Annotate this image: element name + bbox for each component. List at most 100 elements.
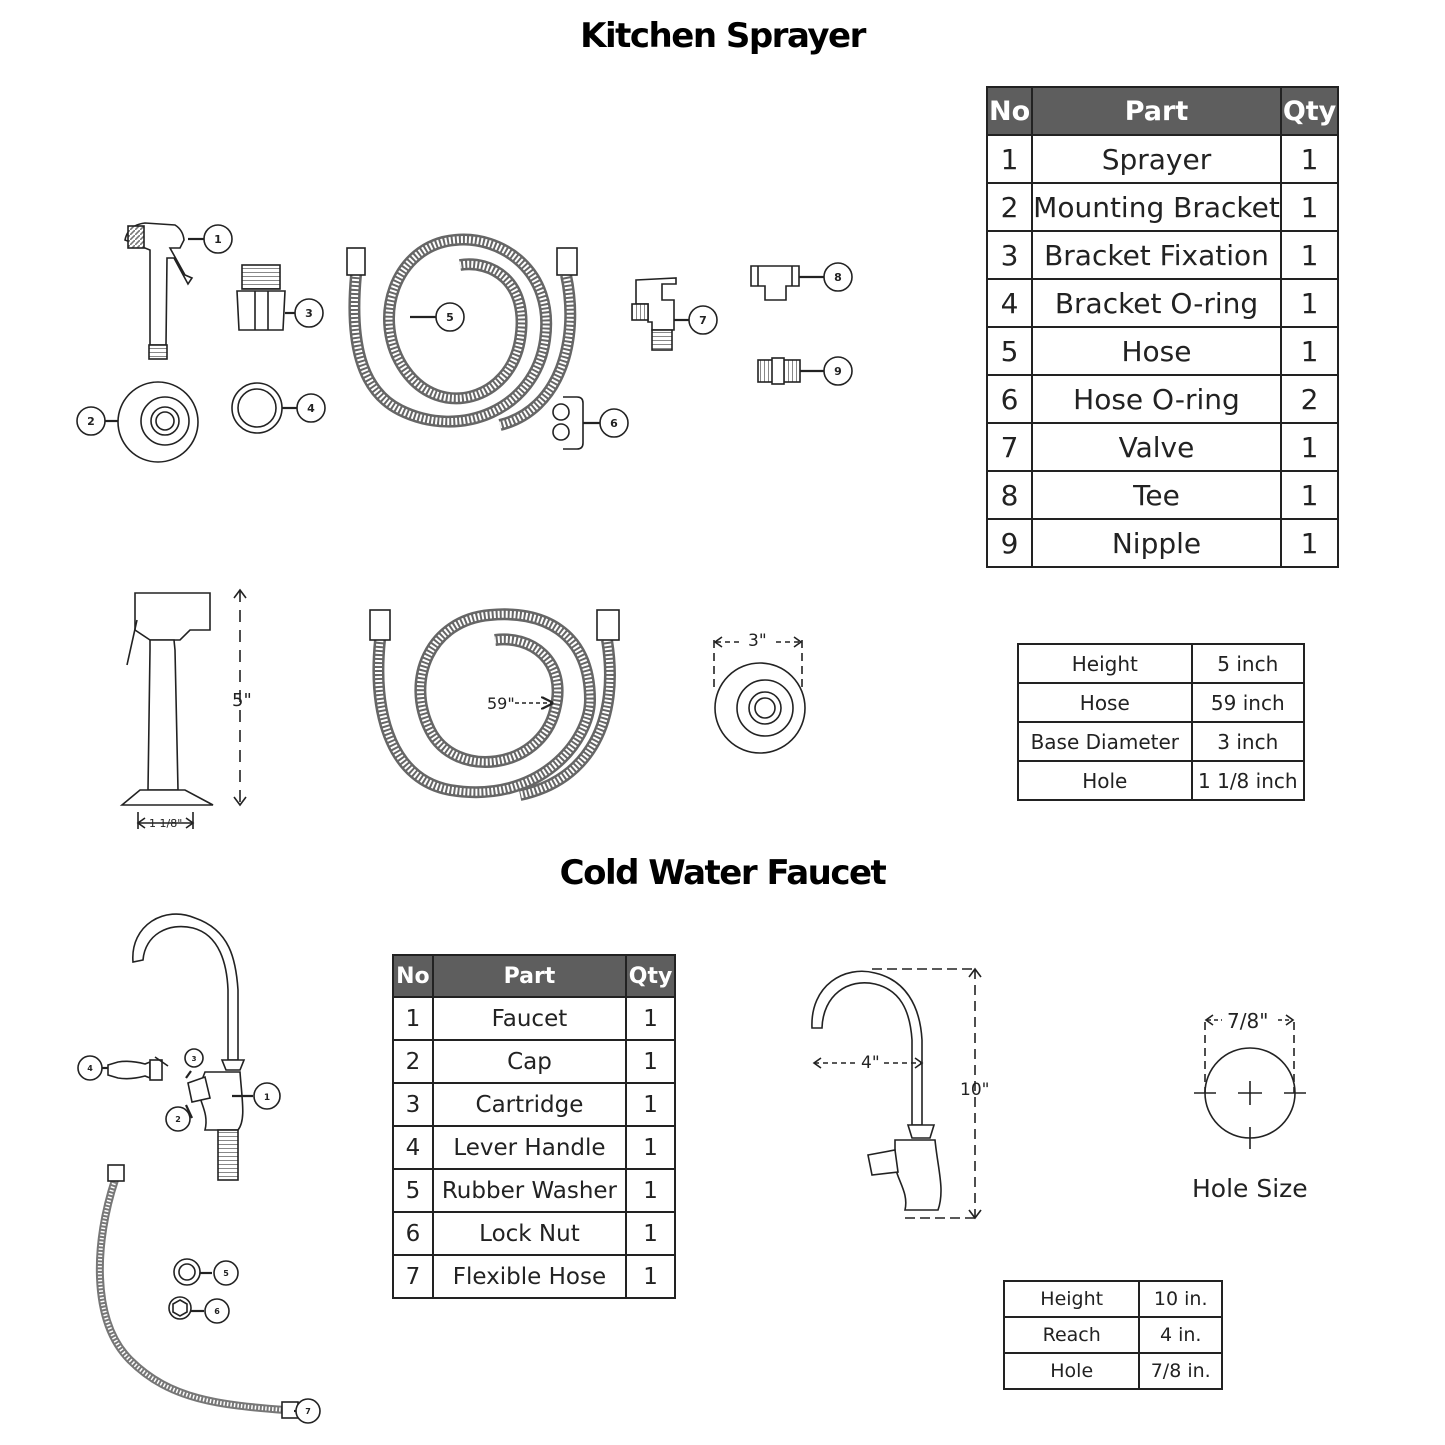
callout-leaders: [102, 237, 824, 1413]
sprayer-height-label: 5": [232, 690, 252, 711]
dim-label: Hole: [1002, 1352, 1141, 1390]
hose-orings-drawing: [552, 396, 584, 450]
cell-qty: 1: [625, 1082, 676, 1127]
header-qty: Qty: [1279, 86, 1340, 136]
faucet-dimension-view: [811, 967, 982, 1220]
svg-text:3: 3: [192, 1055, 197, 1063]
cell-part: Bracket O-ring: [1031, 278, 1282, 328]
cell-no: 2: [985, 182, 1034, 232]
cell-qty: 1: [1279, 422, 1340, 472]
cw-callout-6: 6: [204, 1298, 230, 1324]
dim-label: Hose: [1017, 682, 1193, 723]
base-diameter-label: 3": [748, 631, 767, 651]
svg-text:3: 3: [305, 307, 313, 320]
cell-qty: 1: [625, 1211, 676, 1256]
cell-part: Flexible Hose: [431, 1254, 628, 1299]
cell-no: 7: [985, 422, 1034, 472]
dim-value: 3 inch: [1190, 721, 1306, 762]
cell-qty: 1: [625, 996, 676, 1041]
cell-qty: 1: [1279, 134, 1340, 184]
cw-callout-5: 5: [213, 1260, 239, 1286]
ks-callout-9: 9: [823, 356, 853, 386]
cell-part: Lever Handle: [431, 1125, 628, 1170]
header-part: Part: [1031, 86, 1282, 136]
faucet-drawing: [132, 913, 246, 1181]
sprayer-side-view: [119, 588, 247, 829]
faucet-height-label: 10": [960, 1080, 990, 1100]
cell-qty: 1: [625, 1039, 676, 1084]
cell-no: 6: [392, 1211, 434, 1256]
svg-text:6: 6: [214, 1307, 220, 1316]
sprayer-head-drawing: [124, 222, 194, 360]
dim-value: 7/8 in.: [1138, 1352, 1223, 1390]
svg-text:9: 9: [834, 365, 842, 378]
cell-qty: 1: [1279, 230, 1340, 280]
cell-qty: 1: [1279, 470, 1340, 520]
cell-no: 3: [985, 230, 1034, 280]
hose-dimension-view: [369, 608, 620, 801]
cell-qty: 1: [1279, 326, 1340, 376]
cell-part: Bracket Fixation: [1031, 230, 1282, 280]
tee-drawing: [750, 265, 800, 301]
dim-label: Reach: [1002, 1316, 1141, 1354]
svg-text:4: 4: [307, 402, 315, 415]
cell-qty: 1: [625, 1168, 676, 1213]
cell-no: 8: [985, 470, 1034, 520]
dim-label: Height: [1002, 1280, 1141, 1318]
svg-text:7: 7: [699, 314, 707, 327]
ks-callout-6: 6: [599, 408, 629, 438]
svg-text:7: 7: [305, 1407, 311, 1416]
dim-value: 10 in.: [1138, 1280, 1223, 1318]
sprayer-hole-label: 1 1/8": [149, 817, 183, 830]
cold-water-faucet-title: Cold Water Faucet: [559, 853, 887, 893]
cw-callout-2: 2: [165, 1106, 191, 1132]
cell-part: Cartridge: [431, 1082, 628, 1127]
dim-value: 5 inch: [1190, 643, 1306, 684]
cell-part: Nipple: [1031, 518, 1282, 568]
dim-label: Base Diameter: [1017, 721, 1193, 762]
ks-callout-8: 8: [823, 262, 853, 292]
cell-no: 4: [392, 1125, 434, 1170]
cell-no: 2: [392, 1039, 434, 1084]
cell-no: 5: [985, 326, 1034, 376]
cell-no: 7: [392, 1254, 434, 1299]
valve-drawing: [631, 277, 677, 351]
cell-qty: 1: [1279, 278, 1340, 328]
cell-no: 1: [985, 134, 1034, 184]
cell-qty: 1: [1279, 518, 1340, 568]
svg-text:2: 2: [87, 415, 95, 428]
dim-label: Hole: [1017, 760, 1193, 801]
cell-qty: 1: [1279, 182, 1340, 232]
cell-no: 6: [985, 374, 1034, 424]
header-no: No: [392, 954, 434, 998]
base-dimension-view: [713, 636, 806, 754]
lock-nut-drawing: [168, 1296, 192, 1320]
cell-part: Faucet: [431, 996, 628, 1041]
cell-qty: 2: [1279, 374, 1340, 424]
cw-callout-3: 3: [184, 1048, 204, 1068]
cell-part: Rubber Washer: [431, 1168, 628, 1213]
ks-callout-1: 1: [203, 224, 233, 254]
svg-text:1: 1: [264, 1093, 270, 1103]
cell-qty: 1: [625, 1125, 676, 1170]
cell-part: Cap: [431, 1039, 628, 1084]
cell-part: Tee: [1031, 470, 1282, 520]
cell-part: Hose O-ring: [1031, 374, 1282, 424]
lever-handle-drawing: [107, 1056, 169, 1081]
bracket-oring-drawing: [231, 382, 283, 434]
header-qty: Qty: [625, 954, 676, 998]
table-header-row: No Part Qty: [392, 954, 676, 998]
